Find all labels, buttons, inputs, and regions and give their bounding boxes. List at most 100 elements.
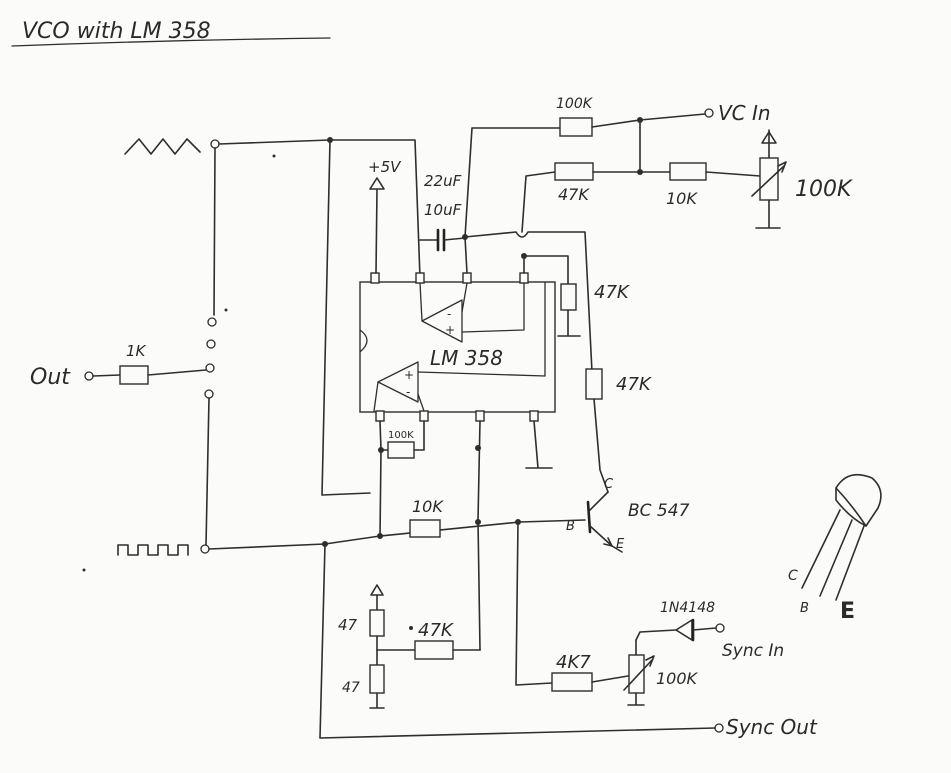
lm358-chip (359, 281, 556, 413)
title-underline (11, 37, 331, 47)
wire-47k-mid-collector (593, 398, 609, 493)
wire-diode-right (692, 627, 717, 631)
wire-diode-left (635, 629, 677, 641)
wire-bottom-loop (319, 543, 716, 739)
wire-cap-to-right (464, 231, 593, 373)
speck (82, 568, 86, 572)
wire-cap-to-pin6 (464, 236, 468, 274)
cap-10uf-label: 10uF (424, 201, 462, 219)
resistor-100k-top (559, 117, 593, 137)
r-10k-top-label: 10K (666, 189, 698, 208)
stray-dot (409, 626, 413, 630)
switch-contact-3 (204, 389, 214, 399)
resistor-10k-top (669, 162, 707, 181)
supply-arrow-pot (761, 131, 777, 144)
r-feedback-label: 100K (388, 430, 414, 441)
wire-triangle-to-switch (213, 147, 216, 316)
resistor-10k-base (409, 519, 441, 538)
chip-pin-5 (519, 272, 529, 284)
resistor-47-upper (369, 609, 385, 637)
chip-pin-1 (375, 410, 385, 422)
diode-label: 1N4148 (660, 600, 715, 616)
r-47k-bottom-label: 47K (418, 620, 454, 641)
vc-in-terminal (704, 108, 714, 118)
transistor-pin-e: E (616, 537, 625, 552)
transistor-pin-b: B (566, 519, 575, 534)
pot-100k-bottom-label: 100K (656, 669, 699, 688)
resistor-47-lower (369, 664, 385, 694)
opamp-upper-plus: + (445, 323, 455, 337)
opamp-lower-plus: + (404, 368, 414, 382)
wire-feedback-down (379, 449, 382, 537)
wire-sync-down (515, 521, 553, 686)
resistor-100k-feedback (387, 441, 415, 459)
chip-label: LM 358 (430, 346, 503, 370)
transistor-collector (589, 491, 609, 511)
chip-pin-3 (475, 410, 485, 422)
resistor-1k (119, 365, 149, 385)
speck (224, 308, 228, 312)
pot-bottom-ground (627, 692, 645, 706)
wire-47k-top-left (521, 171, 556, 233)
wire-feedback-right (413, 420, 425, 451)
junction-pin3-rail (475, 519, 481, 525)
wire-switch-to-square (205, 397, 210, 546)
resistor-47k-bottom (414, 640, 454, 660)
chip-pin-8 (370, 272, 380, 284)
sync-in-terminal (715, 623, 725, 633)
junction-feedback-rail (377, 533, 383, 539)
pot-100k-top-label: 100K (795, 177, 853, 202)
out-label: Out (30, 365, 71, 390)
speck (272, 154, 276, 158)
opamp-lower (377, 361, 419, 403)
wire-100k-to-vc (591, 113, 706, 128)
junction-pin3 (475, 445, 481, 451)
supply-label: +5V (368, 158, 402, 176)
wire-47k-right-ground (557, 309, 581, 337)
wire-square-rail (208, 519, 586, 550)
wire-47-ground (369, 692, 385, 709)
wire-feedback-left (379, 420, 389, 451)
page-title: VCO with LM 358 (22, 19, 211, 44)
wire-4k7-pot (591, 675, 629, 683)
r-100k-top-label: 100K (556, 96, 594, 112)
resistor-4k7 (551, 672, 593, 692)
r-47k-top-label: 47K (558, 185, 590, 204)
junction-47k-10k (637, 169, 643, 175)
r-47-upper-label: 47 (338, 616, 358, 634)
resistor-47k-top (554, 162, 594, 181)
triangle-output-terminal (210, 139, 220, 149)
switch-contact-2 (205, 363, 215, 373)
supply-arrow-bottom (370, 584, 384, 596)
opamp-upper-inv (461, 282, 468, 313)
chip-notch (359, 329, 368, 353)
r-47-lower-label: 47 (342, 680, 360, 696)
package-pin-b: B (800, 601, 809, 616)
chip-pin-4 (529, 410, 539, 422)
opamp-upper-out (419, 282, 423, 322)
square-wave-icon (117, 544, 189, 556)
package-pin-c: C (788, 568, 798, 584)
sync-out-label: Sync Out (726, 715, 818, 739)
wire-1k-switch (147, 369, 207, 376)
wire-left-vertical (321, 139, 371, 496)
transistor-emitter-arrow (603, 537, 613, 547)
r-10k-base-label: 10K (412, 497, 444, 516)
switch-contact-common (206, 339, 216, 349)
opamp-upper-minus: - (447, 307, 451, 321)
chip-pin-2 (419, 410, 429, 422)
sync-in-label: Sync In (722, 641, 784, 661)
sync-out-terminal (714, 723, 724, 733)
r-4k7-label: 4K7 (556, 652, 591, 673)
opamp-upper (421, 299, 463, 343)
opamp-upper-noninv (461, 282, 525, 333)
package-pin-e: E (840, 599, 855, 624)
opamp-lower-inputs (417, 281, 546, 412)
pot-top-ground (755, 199, 781, 229)
wire-cap-right (443, 237, 466, 241)
wire-10k-pot (705, 171, 761, 177)
vc-in-label: VC In (718, 101, 771, 125)
r-1k-label: 1K (126, 342, 147, 360)
wire-pin3-down (477, 420, 481, 651)
